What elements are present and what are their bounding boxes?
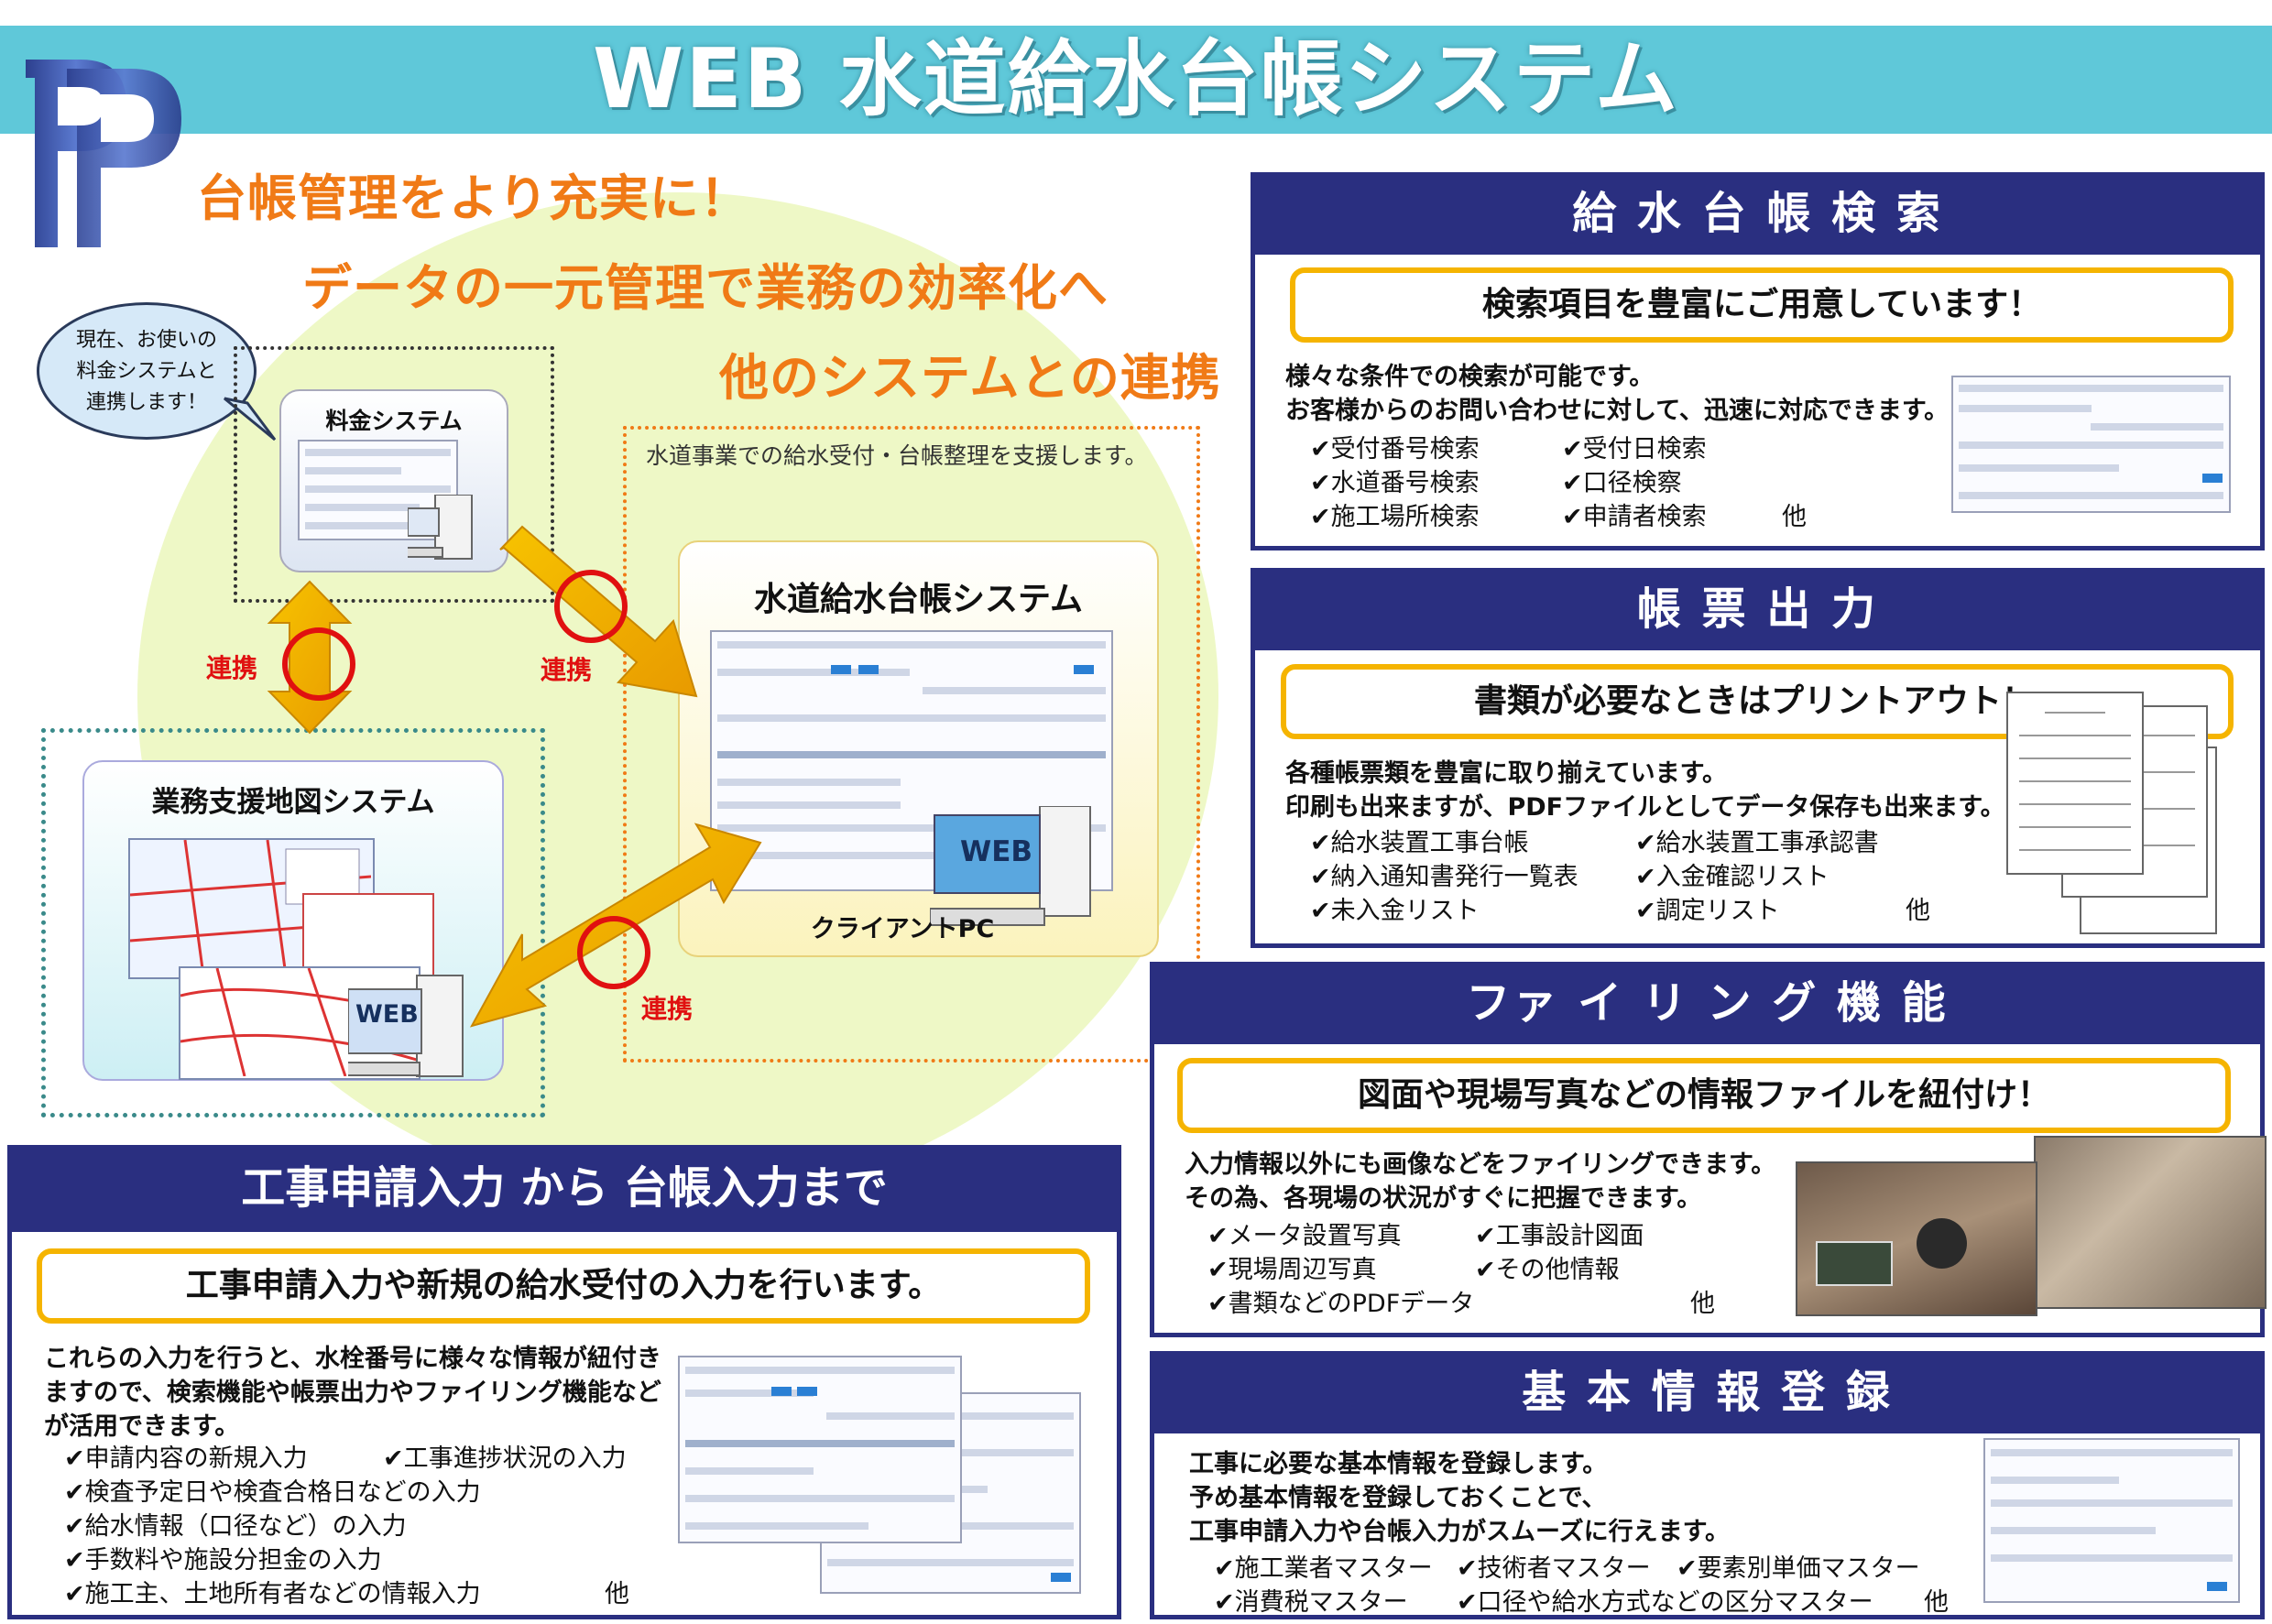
kouji-title: 工事申請入力 から 台帳入力まで	[7, 1145, 1121, 1232]
kouji-item-5: ✔手数料や施設分担金の入力	[64, 1546, 382, 1575]
report-title: 帳 票 出 力	[1251, 568, 2265, 650]
kouji-item-6: ✔施工主、土地所有者などの情報入力	[64, 1580, 481, 1608]
bubble-line-1: 現在、お使いの	[75, 329, 217, 352]
search-etc: 他	[1782, 503, 1807, 531]
daicho-frame	[623, 426, 1200, 1063]
page-title: WEB 水道給水台帳システム	[593, 31, 1679, 127]
kouji-item-3: ✔検査予定日や検査合格日などの入力	[64, 1478, 481, 1507]
search-desc-2: お客様からのお問い合わせに対して、迅速に対応できます。	[1285, 397, 1950, 425]
master-item-4: ✔消費税マスター	[1214, 1588, 1408, 1617]
search-item-5: ✔施工場所検索	[1310, 503, 1480, 531]
chizu-system-label: 業務支援地図システム	[151, 786, 435, 819]
report-item-3: ✔納入通知書発行一覧表	[1310, 863, 1578, 891]
master-desc-2: 予め基本情報を登録しておくことで、	[1189, 1484, 1607, 1512]
speech-bubble: 現在、お使いの 料金システムと 連携します！	[37, 302, 257, 440]
search-desc-1: 様々な条件での検索が可能です。	[1285, 363, 1655, 391]
master-item-1: ✔施工業者マスター	[1214, 1554, 1433, 1583]
kouji-item-1: ✔申請内容の新規入力	[64, 1444, 308, 1473]
company-logo	[26, 60, 181, 247]
master-screenshot	[1983, 1438, 2240, 1603]
search-title: 給 水 台 帳 検 索	[1251, 172, 2265, 255]
filing-callout: 図面や現場写真などの情報ファイルを紐付け！	[1177, 1058, 2231, 1133]
chizu-frame	[41, 728, 545, 1117]
kouji-item-4: ✔給水情報（口径など）の入力	[64, 1512, 407, 1541]
report-item-4: ✔入金確認リスト	[1635, 863, 1830, 891]
chizu-pc-icon	[348, 975, 464, 1077]
filing-item-4: ✔その他情報	[1475, 1256, 1620, 1284]
search-screenshot	[1951, 376, 2231, 513]
headline-2: データの一元管理で業務の効率化へ	[302, 259, 1109, 317]
daicho-system-label: 水道給水台帳システム	[754, 581, 1083, 618]
filing-item-3: ✔現場周辺写真	[1207, 1256, 1377, 1284]
ryokin-system-label: 料金システム	[325, 408, 463, 434]
master-title: 基 本 情 報 登 録	[1150, 1351, 2265, 1433]
report-item-1: ✔給水装置工事台帳	[1310, 829, 1529, 857]
master-desc-1: 工事に必要な基本情報を登録します。	[1189, 1450, 1608, 1478]
bubble-line-2: 料金システムと	[76, 360, 217, 383]
ryokin-pc-icon	[408, 495, 473, 560]
renkei-label-1: 連携	[206, 653, 258, 683]
master-item-5: ✔口径や給水方式などの区分マスター	[1457, 1588, 1873, 1617]
client-web-badge: WEB	[960, 835, 1032, 868]
renkei-ring-2	[554, 570, 628, 643]
kouji-callout: 工事申請入力や新規の給水受付の入力を行います。	[37, 1248, 1090, 1324]
renkei-ring-3	[577, 916, 650, 989]
renkei-label-3: 連携	[641, 994, 694, 1024]
search-item-2: ✔受付日検索	[1562, 435, 1707, 463]
client-pc-label: クライアントPC	[810, 915, 995, 943]
site-photo-2	[2034, 1136, 2267, 1309]
report-doc-1	[2006, 692, 2144, 875]
search-callout: 検索項目を豊富にご用意しています！	[1290, 267, 2234, 343]
kouji-desc-1: これらの入力を行うと、水栓番号に様々な情報が紐付き	[44, 1345, 661, 1373]
master-item-2: ✔技術者マスター	[1457, 1554, 1651, 1583]
kouji-desc-2: ますので、検索機能や帳票出力やファイリング機能など	[44, 1379, 661, 1407]
site-photo-1	[1796, 1161, 2037, 1316]
renkei-ring-1	[282, 627, 355, 701]
client-pc-icon	[930, 806, 1091, 926]
title-band	[0, 26, 2272, 134]
kouji-screenshot-front	[678, 1356, 962, 1543]
report-item-6: ✔調定リスト	[1635, 897, 1780, 925]
kouji-etc: 他	[605, 1580, 629, 1608]
headline-1: 台帳管理をより充実に！	[197, 169, 750, 227]
support-note: 水道事業での給水受付・台帳整理を支援します。	[646, 442, 1148, 469]
filing-item-1: ✔メータ設置写真	[1207, 1222, 1402, 1250]
report-item-2: ✔給水装置工事承認書	[1635, 829, 1879, 857]
search-item-6: ✔申請者検索	[1562, 503, 1707, 531]
report-desc-1: 各種帳票類を豊富に取り揃えています。	[1285, 759, 1727, 788]
headline-3: 他のシステムとの連携	[719, 349, 1221, 407]
filing-title: ファ イ リ ン グ 機 能	[1150, 962, 2265, 1044]
renkei-label-2: 連携	[541, 655, 593, 685]
search-item-4: ✔口径検察	[1562, 469, 1682, 497]
master-item-3: ✔要素別単価マスター	[1677, 1554, 1920, 1583]
filing-desc-1: 入力情報以外にも画像などをファイリングできます。	[1185, 1150, 1776, 1179]
filing-desc-2: その為、各現場の状況がすぐに把握できます。	[1185, 1184, 1702, 1213]
kouji-item-2: ✔工事進捗状況の入力	[383, 1444, 627, 1473]
kouji-desc-3: が活用できます。	[44, 1412, 240, 1441]
bubble-line-3: 連携します！	[85, 391, 207, 414]
master-desc-3: 工事申請入力や台帳入力がスムーズに行えます。	[1189, 1518, 1730, 1546]
master-etc: 他	[1924, 1588, 1949, 1617]
report-desc-2: 印刷も出来ますが、PDFファイルとしてデータ保存も出来ます。	[1285, 793, 2005, 822]
report-etc: 他	[1906, 897, 1930, 925]
search-item-3: ✔水道番号検索	[1310, 469, 1480, 497]
filing-item-5: ✔書類などのPDFデータ	[1207, 1290, 1475, 1318]
ryokin-frame	[234, 346, 554, 603]
filing-etc: 他	[1690, 1290, 1715, 1318]
report-item-5: ✔未入金リスト	[1310, 897, 1480, 925]
chizu-web-badge: WEB	[355, 1000, 419, 1029]
filing-item-2: ✔工事設計図面	[1475, 1222, 1644, 1250]
search-item-1: ✔受付番号検索	[1310, 435, 1480, 463]
